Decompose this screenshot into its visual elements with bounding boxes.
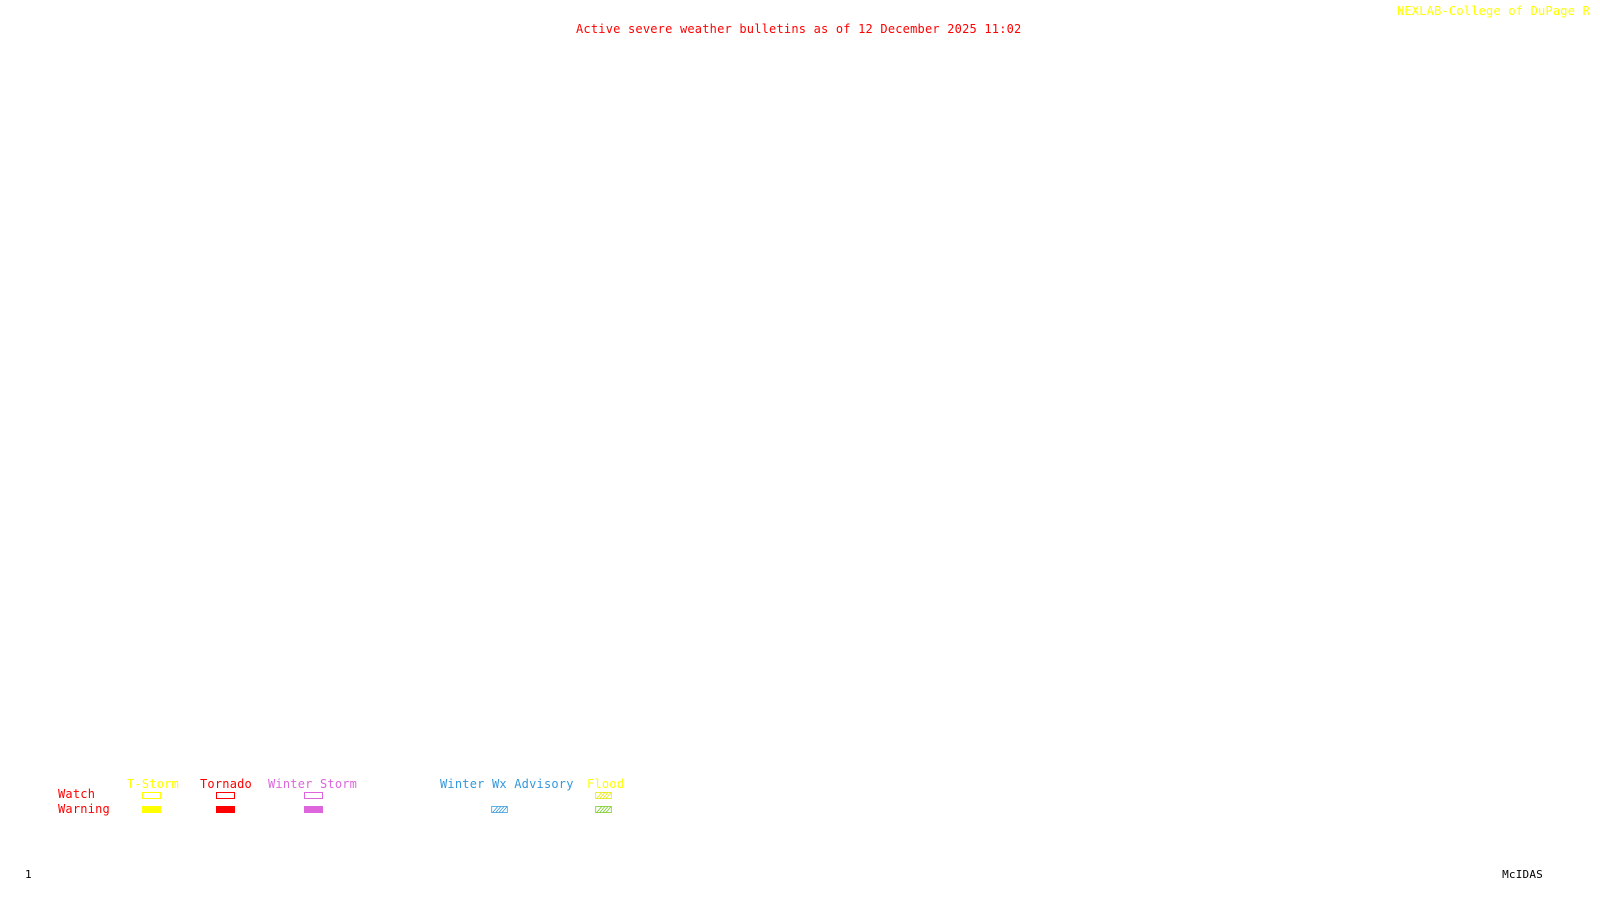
brand-label: NEXLAB-College of DuPage R xyxy=(1396,4,1590,18)
flood-warning-swatch xyxy=(595,806,612,813)
legend-col-tstorm: T-Storm xyxy=(127,777,179,791)
legend-col-winter-wx-advisory: Winter Wx Advisory xyxy=(440,777,574,791)
tornado-watch-swatch xyxy=(216,792,235,799)
winter-wx-advisory-swatch xyxy=(491,806,508,813)
tornado-warning-swatch xyxy=(216,806,235,813)
legend-row-warning: Warning xyxy=(58,802,110,816)
legend-col-winter-storm: Winter Storm xyxy=(268,777,358,791)
frame-number: 1 xyxy=(25,868,32,881)
legend-col-tornado: Tornado xyxy=(200,777,252,791)
map-title: Active severe weather bulletins as of 12… xyxy=(576,22,1022,36)
legend-col-flood: Flood xyxy=(587,777,625,791)
winter-storm-warning-swatch xyxy=(304,806,323,813)
flood-watch-swatch xyxy=(595,792,612,799)
winter-storm-watch-swatch xyxy=(304,792,323,799)
tstorm-watch-swatch xyxy=(142,792,161,799)
tstorm-warning-swatch xyxy=(142,806,161,813)
software-label: McIDAS xyxy=(1502,868,1543,881)
legend-row-watch: Watch xyxy=(58,787,96,801)
